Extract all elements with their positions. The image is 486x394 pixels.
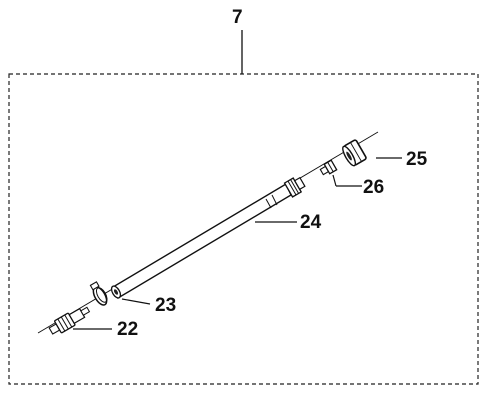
part-number-26: 26: [363, 177, 385, 198]
fitting-22: [48, 306, 91, 335]
nut-25: [342, 139, 367, 167]
hose-24: [110, 182, 292, 300]
nipple-26: [319, 159, 338, 176]
leader-26: [332, 174, 337, 187]
assembly-boundary: [8, 73, 479, 385]
part-number-23: 23: [155, 295, 177, 316]
assembly-number: 7: [232, 7, 243, 28]
clamp-23: [89, 281, 108, 306]
part-number-22: 22: [117, 319, 139, 340]
hose-end-fitting: [283, 176, 306, 198]
part-number-24: 24: [300, 212, 322, 233]
part-number-25: 25: [406, 149, 428, 170]
leader-23: [121, 298, 151, 305]
